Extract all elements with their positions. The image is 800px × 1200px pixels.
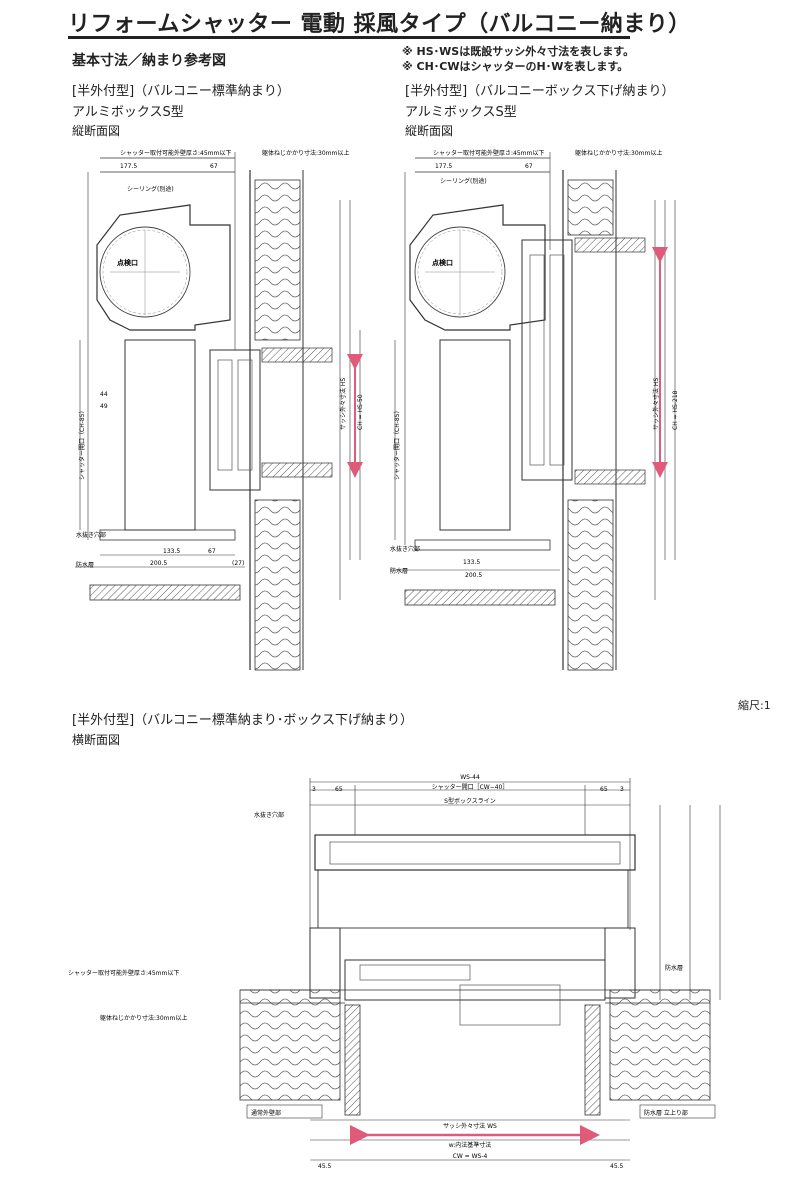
left-dim-0: 177.5 [120,163,137,170]
left-sealing-label: シーリング(別途) [127,185,174,193]
left-inner-label: サッシ外々寸法 HS [339,378,347,430]
bottom-dim-0: 3 [312,786,316,793]
bottom-ws44-label: WS-44 [460,774,480,781]
bottom-normal-wall-label: 通常外壁部 [251,1109,281,1117]
bottom-section-drawing [239,778,721,1161]
right-opening-label: シャッター開口（CH-85） [393,407,401,480]
right-inspection-label: 点検口 [432,258,453,267]
bottom-dim-3: 3 [620,786,624,793]
scale-label: 縮尺:1 [738,699,771,712]
bottom-mount-label: シャッター取付可能外壁厚さ:45mm以下 [68,969,179,977]
right-view: 縦断面図 [405,124,454,138]
bottom-dim-1: 65 [335,786,343,793]
bottom-type: [半外付型]（バルコニー標準納まり･ボックス下げ納まり） [72,713,413,728]
left-view: 縦断面図 [72,124,121,138]
bottom-dim-15: 45.5 [318,1163,332,1170]
section-title: 基本寸法／納まり参考図 [72,53,226,69]
bottom-view: 横断面図 [72,733,121,747]
left-mount-label: シャッター取付可能外壁厚さ:45mm以下 [120,149,231,157]
right-screw-label: 躯体ねじかかり寸法:30mm以上 [575,149,662,157]
bottom-waterproof-up-label: 防水層 立上り部 [644,1109,688,1117]
right-ch-label: CH = HS-218 [672,390,679,430]
page-title: リフォームシャッター 電動 採風タイプ（バルコニー納まり） [68,12,691,37]
right-dim-8: 133.5 [463,559,480,566]
left-ch-label: CH = HS-50 [357,394,364,430]
left-waterproof-label: 防水層 [76,561,94,569]
bottom-screw-label: 躯体ねじかかり寸法:30mm以上 [100,1014,187,1022]
bottom-boxline-label: S型ボックスライン [444,797,496,805]
left-screw-label: 躯体ねじかかり寸法:30mm以上 [262,149,349,157]
left-labels: シャッター取付可能外壁厚さ:45mm以下 躯体ねじかかり寸法:30mm以上 シー… [76,149,364,569]
bottom-dim-16: 45.5 [610,1163,624,1170]
bottom-opening-label: シャッター開口［CW−40］ [432,783,509,791]
left-dim-4: 44 [100,391,108,398]
left-section-drawing [75,152,363,671]
right-drain-label: 水抜き穴部 [390,545,420,553]
left-box: アルミボックスS型 [72,105,184,120]
bottom-dim-2: 65 [600,786,608,793]
left-dim-12: (27) [232,560,244,567]
right-dim-1: 67 [525,163,533,170]
right-box: アルミボックスS型 [405,105,517,120]
right-dim-10: 200.5 [465,572,482,579]
right-labels: シャッター取付可能外壁厚さ:45mm以下 躯体ねじかかり寸法:30mm以上 シー… [390,149,679,579]
left-type: [半外付型]（バルコニー標準納まり） [72,84,290,99]
left-dim-5: 49 [100,403,108,410]
title-rule [68,36,630,39]
right-type: [半外付型]（バルコニーボックス下げ納まり） [405,84,675,99]
bottom-labels: WS-44 シャッター開口［CW−40］ S型ボックスライン 水抜き穴部 シャッ… [68,774,688,1170]
note-ch-cw: ※ CH･CWはシャッターのH･Wを表します。 [402,60,629,73]
left-dim-8: 133.5 [163,548,180,555]
right-mount-label: シャッター取付可能外壁厚さ:45mm以下 [433,149,544,157]
left-dim-10: 200.5 [150,560,167,567]
right-dim-0: 177.5 [435,163,452,170]
left-inspection-label: 点検口 [117,258,138,267]
left-dim-9: 67 [208,548,216,555]
bottom-sash-label: サッシ外々寸法 WS [443,1122,497,1130]
bottom-cw-label: CW = WS-4 [453,1153,488,1160]
right-section-drawing [390,152,676,671]
bottom-drain-label: 水抜き穴部 [254,811,284,819]
bottom-inner-label: w:内法基準寸法 [449,1141,492,1149]
right-sealing-label: シーリング(別途) [440,177,487,185]
left-drain-label: 水抜き穴部 [76,531,106,539]
note-hs-ws: ※ HS･WSは既設サッシ外々寸法を表します。 [402,45,635,58]
left-opening-label: シャッター開口（CH-85） [78,407,86,480]
right-inner-label: サッシ外々寸法 HS [652,378,660,430]
left-dim-1: 67 [210,163,218,170]
right-waterproof-label: 防水層 [390,567,408,575]
bottom-waterproof-label: 防水層 [665,964,683,972]
